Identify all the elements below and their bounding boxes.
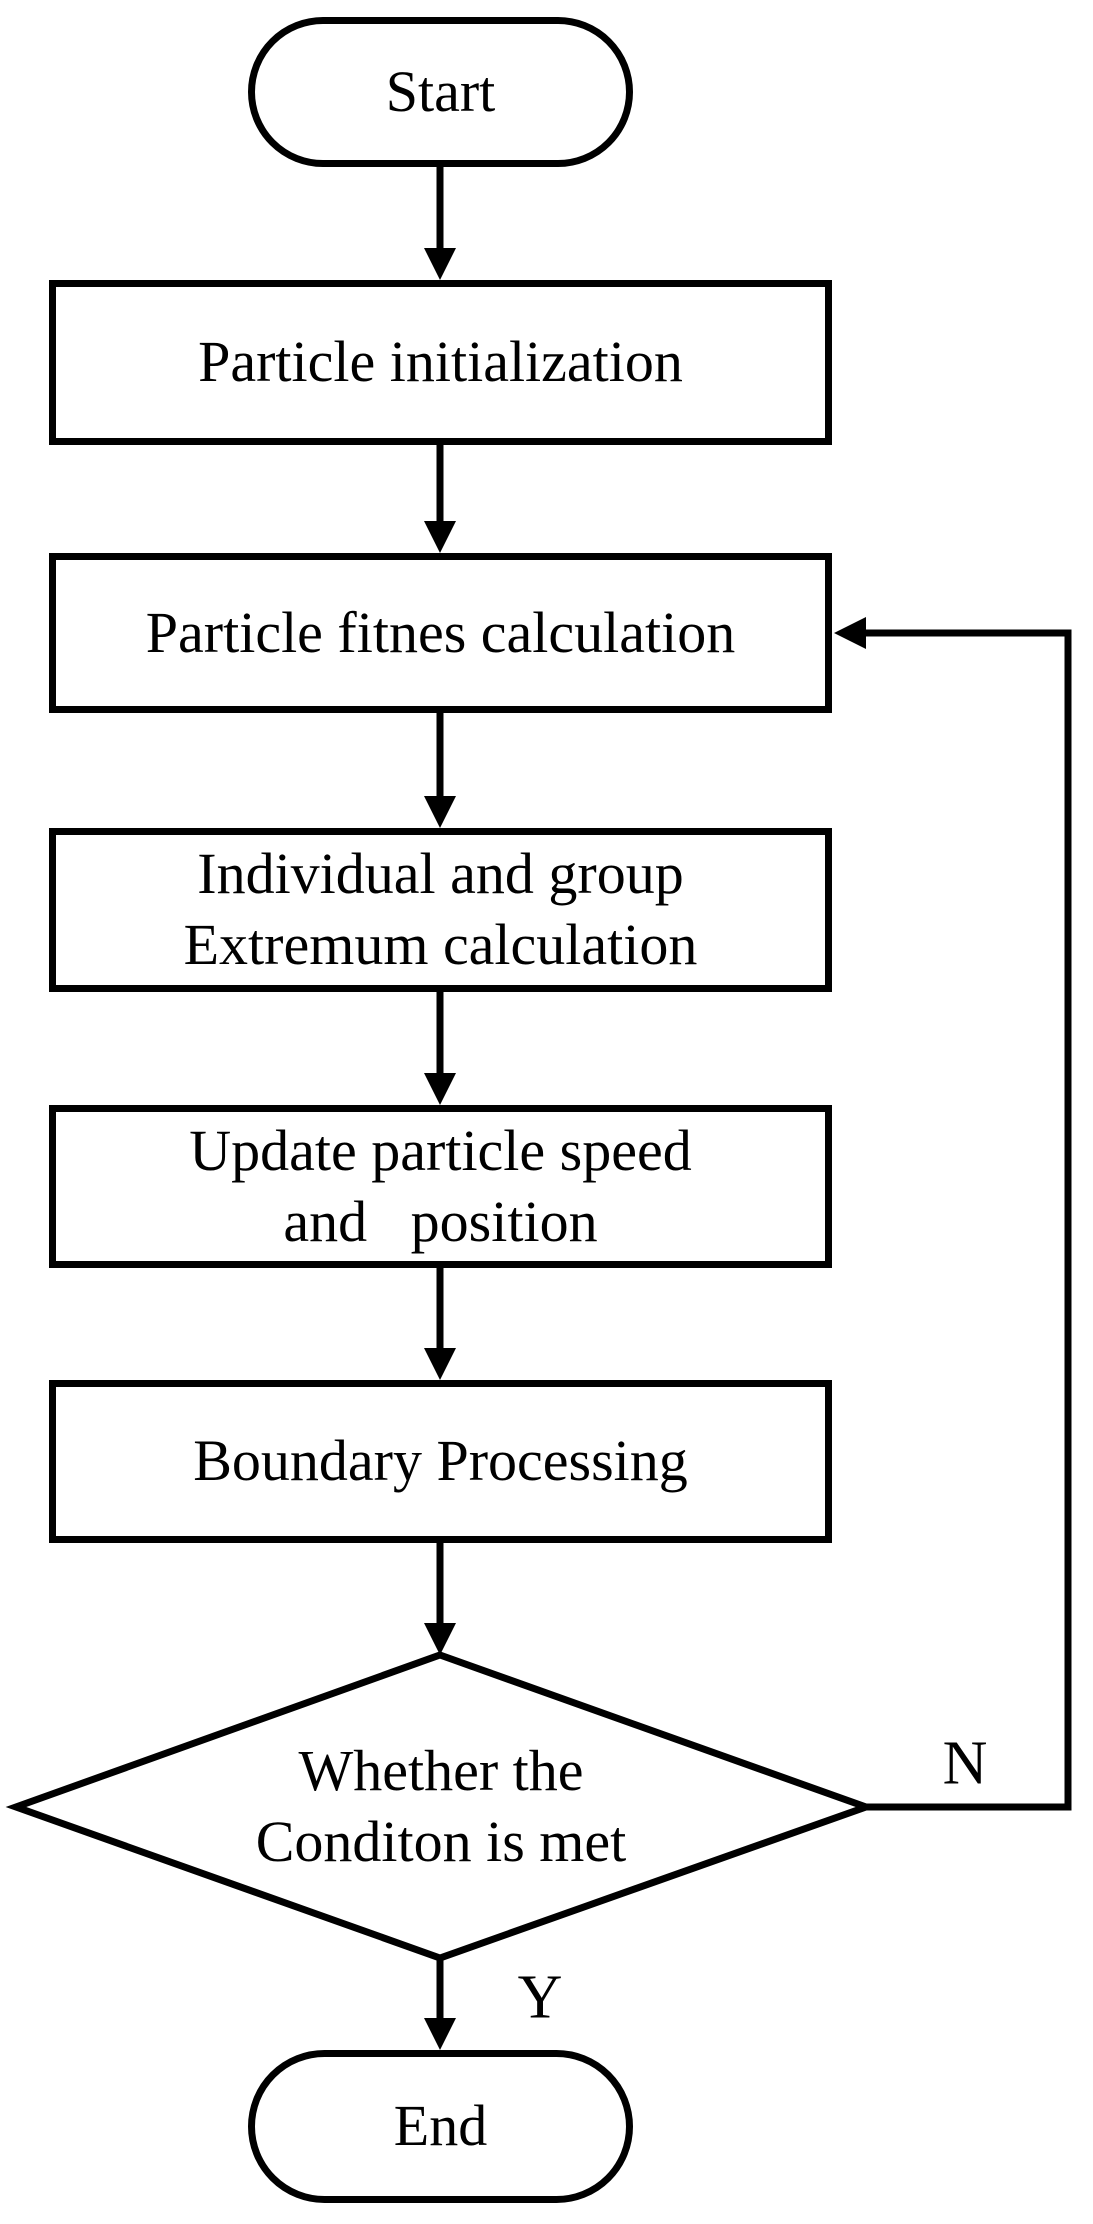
- node-fitness-calculation: Particle fitnes calculation: [49, 553, 832, 713]
- node-update-speed-position-label: Update particle speed and position: [189, 1116, 691, 1258]
- node-start-label: Start: [385, 58, 496, 124]
- arrow-decision-to-end: [424, 1958, 456, 2050]
- feedback-line: [864, 629, 1072, 1811]
- branch-label-no: N: [942, 1729, 988, 1798]
- node-update-speed-position: Update particle speed and position: [49, 1105, 832, 1268]
- arrow-fitness-to-extremum: [424, 713, 456, 828]
- node-particle-initialization: Particle initialization: [49, 280, 832, 445]
- arrowhead-down-icon: [424, 1348, 456, 1380]
- node-fitness-calculation-label: Particle fitnes calculation: [145, 599, 736, 665]
- extremum-line-2: Extremum calculation: [183, 912, 698, 977]
- update-line-1: Update particle speed: [189, 1117, 692, 1183]
- arrowhead-down-icon: [424, 521, 456, 553]
- node-boundary-processing: Boundary Processing: [49, 1380, 832, 1543]
- arrow-start-to-init: [424, 167, 456, 280]
- node-end: End: [248, 2050, 633, 2203]
- node-boundary-processing-label: Boundary Processing: [193, 1428, 688, 1494]
- extremum-line-1: Individual and group: [197, 841, 684, 907]
- decision-line-2: Conditon is met: [255, 1808, 627, 1874]
- branch-label-yes: Y: [517, 1963, 563, 2032]
- node-particle-initialization-label: Particle initialization: [198, 329, 683, 395]
- arrow-extremum-to-update: [424, 992, 456, 1105]
- arrowhead-down-icon: [424, 796, 456, 828]
- arrowhead-down-icon: [424, 1623, 456, 1655]
- arrow-init-to-fitness: [424, 445, 456, 553]
- node-start: Start: [248, 17, 633, 167]
- node-decision: Whether the Conditon is met: [16, 1655, 866, 1958]
- feedback-no-arrow: [834, 617, 1072, 1811]
- arrowhead-down-icon: [424, 1073, 456, 1105]
- arrowhead-down-icon: [424, 248, 456, 280]
- node-decision-label: Whether the Conditon is met: [256, 1736, 627, 1878]
- arrowhead-left-icon: [834, 617, 866, 649]
- arrow-boundary-to-decision: [424, 1543, 456, 1655]
- node-extremum-calculation: Individual and group Extremum calculatio…: [49, 828, 832, 992]
- node-extremum-calculation-label: Individual and group Extremum calculatio…: [184, 839, 698, 981]
- arrow-update-to-boundary: [424, 1268, 456, 1380]
- decision-line-1: Whether the: [298, 1737, 584, 1803]
- update-line-2: and position: [283, 1188, 598, 1254]
- node-end-label: End: [393, 2093, 488, 2159]
- decision-diamond-shape: [5, 1651, 877, 1962]
- arrowhead-down-icon: [424, 2018, 456, 2050]
